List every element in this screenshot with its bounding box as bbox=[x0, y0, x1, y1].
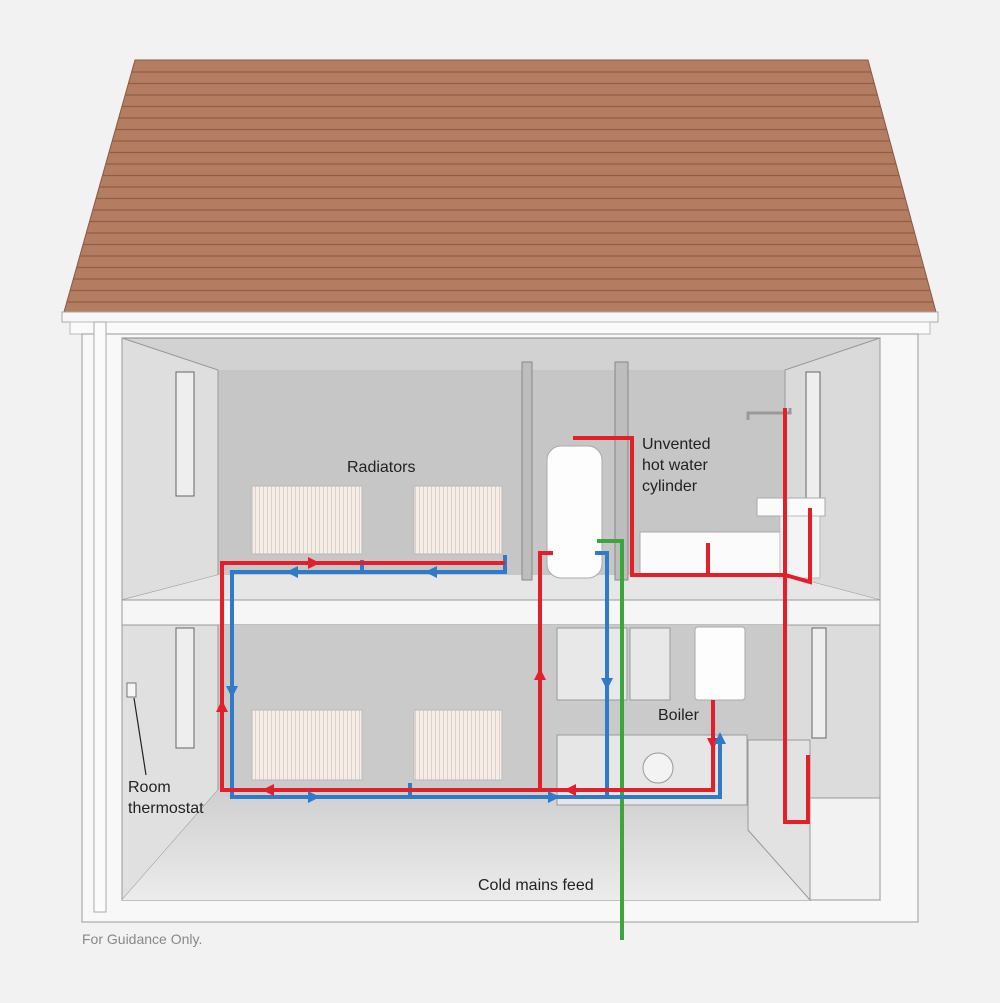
radiator-icon bbox=[413, 485, 503, 555]
footnote: For Guidance Only. bbox=[82, 931, 203, 947]
thermostat-icon bbox=[126, 682, 137, 698]
cylinder-icon bbox=[546, 445, 603, 579]
label-line: Unvented bbox=[642, 436, 711, 453]
hot-water-pipe bbox=[573, 408, 812, 824]
radiator-icon bbox=[413, 709, 503, 781]
label-radiators: Radiators bbox=[347, 459, 416, 476]
downpipe bbox=[93, 321, 107, 913]
bath-icon bbox=[639, 531, 786, 577]
label-line: thermostat bbox=[128, 800, 204, 817]
flow-pipe bbox=[538, 551, 553, 790]
roof bbox=[61, 59, 939, 335]
label-line: hot water bbox=[642, 457, 708, 474]
shower-icon bbox=[746, 408, 792, 420]
label-boiler: Boiler bbox=[658, 707, 699, 724]
return-pipe bbox=[230, 555, 722, 799]
floor-slab bbox=[121, 599, 881, 626]
pipework bbox=[220, 408, 812, 940]
radiator-icon bbox=[251, 709, 363, 781]
label-cylinder: Unvented hot water cylinder bbox=[642, 434, 711, 497]
basin-icon bbox=[756, 497, 826, 517]
flow-arrows bbox=[216, 557, 726, 803]
mains-feed-pipe bbox=[597, 539, 624, 940]
kitchen-units bbox=[556, 627, 881, 902]
return-pipe bbox=[595, 551, 609, 797]
label-line: Room bbox=[128, 779, 171, 796]
thermostat-leader-line bbox=[133, 697, 147, 776]
boiler-icon bbox=[694, 626, 746, 701]
radiator-icon bbox=[251, 485, 363, 555]
label-cold-mains: Cold mains feed bbox=[478, 877, 594, 894]
label-line: cylinder bbox=[642, 478, 698, 495]
label-thermostat: Room thermostat bbox=[128, 777, 204, 819]
